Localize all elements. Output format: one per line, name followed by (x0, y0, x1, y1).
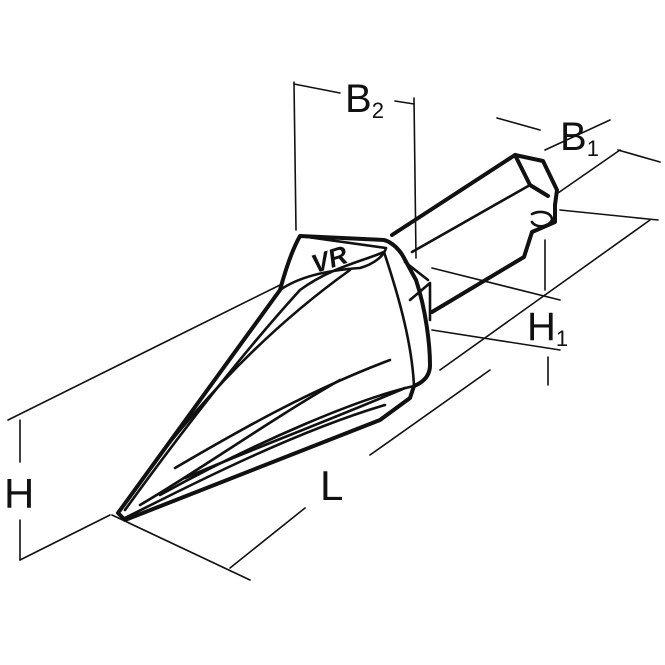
dimension-h1: H1 (431, 209, 659, 386)
shank-pin-slot (530, 210, 554, 228)
shank-face-line (410, 183, 532, 254)
h-extension-lower (19, 514, 111, 561)
h1-label: H1 (527, 305, 568, 351)
b1-label: B1 (560, 115, 599, 161)
tip-bottom-facet (123, 403, 387, 520)
h-label: H (4, 470, 34, 517)
l-dimension-line-lower (229, 507, 306, 569)
b2-extension-left (293, 81, 297, 231)
l-dimension-line-upper (369, 369, 491, 456)
tip-groove-1 (166, 268, 352, 447)
dimension-b2: B2 (293, 77, 417, 259)
l-extension-shank (439, 219, 651, 371)
tip-groove-3 (183, 386, 407, 480)
b1-extension-a (544, 119, 611, 151)
b2-dimension-line (293, 83, 415, 105)
tip-groove-4 (138, 378, 342, 507)
shank-top-edge (390, 153, 559, 237)
tip-groove-2 (173, 358, 392, 470)
h1-extension-lower (431, 329, 561, 351)
dimension-l: L (111, 219, 651, 581)
b1-dimension-line (496, 117, 661, 163)
tip-ridge-upper (123, 250, 386, 512)
l-extension-tip (111, 514, 251, 581)
dimension-b1: B1 (496, 115, 661, 194)
h-extension-upper (7, 284, 281, 421)
shank (390, 153, 559, 322)
h1-extension-upper (431, 209, 659, 301)
h1-dimension-line (544, 239, 549, 386)
b2-extension-right (413, 97, 417, 259)
b2-label: B2 (345, 77, 384, 123)
tip-top-face (278, 234, 388, 292)
dimension-h: H (4, 284, 281, 561)
tooth-tip: VR (116, 234, 432, 522)
shank-bottom-edge (430, 203, 557, 314)
l-label: L (320, 462, 343, 509)
b1-extension-b (557, 149, 621, 194)
tip-outline (116, 234, 432, 522)
